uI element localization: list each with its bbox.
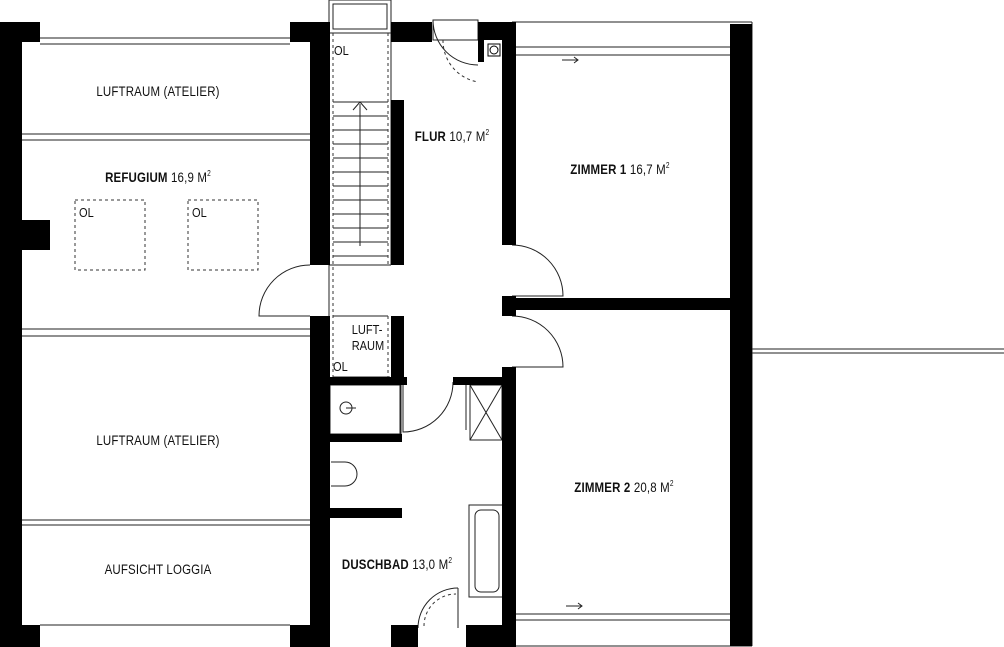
ol-mark-skylight-2: OL [192,205,207,220]
luft-line-2: RAUM [351,338,385,353]
superscript: 2 [448,556,453,565]
room-name-zimmer2: ZIMMER 2 [574,479,631,495]
luftraum-void-label: LUFT- RAUM [351,322,385,354]
room-name-flur: FLUR [414,128,447,144]
luft-line-1: LUFT- [351,322,383,337]
ol-mark-stair-bottom: OL [333,359,348,374]
superscript: 2 [669,479,674,488]
room-label-luftraum-bottom: LUFTRAUM (ATELIER) [96,432,220,448]
room-name-zimmer1: ZIMMER 1 [570,161,627,177]
room-label-zimmer2: ZIMMER 2 20,8 M2 [574,479,673,495]
ol-mark-skylight-1: OL [79,205,94,220]
room-label-refugium: REFUGIUM 16,9 M2 [105,169,211,185]
room-name-duschbad: DUSCHBAD [341,556,409,572]
superscript: 2 [485,128,490,137]
room-label-luftraum-top: LUFTRAUM (ATELIER) [96,83,220,99]
room-name-refugium: REFUGIUM [105,169,168,185]
room-area-zimmer2: 20,8 M [633,479,670,495]
room-area-refugium: 16,9 M [170,169,208,185]
room-area-zimmer1: 16,7 M [629,161,666,177]
superscript: 2 [665,161,670,170]
ol-mark-stair-top: OL [334,43,349,58]
superscript: 2 [207,169,211,178]
room-label-zimmer1: ZIMMER 1 16,7 M2 [570,161,669,177]
room-label-duschbad: DUSCHBAD 13,0 M2 [342,556,452,572]
room-label-flur: FLUR 10,7 M2 [415,128,490,144]
room-label-aufsicht-loggia: AUFSICHT LOGGIA [104,561,212,577]
room-area-flur: 10,7 M [449,128,486,144]
room-area-duschbad: 13,0 M [412,556,449,572]
